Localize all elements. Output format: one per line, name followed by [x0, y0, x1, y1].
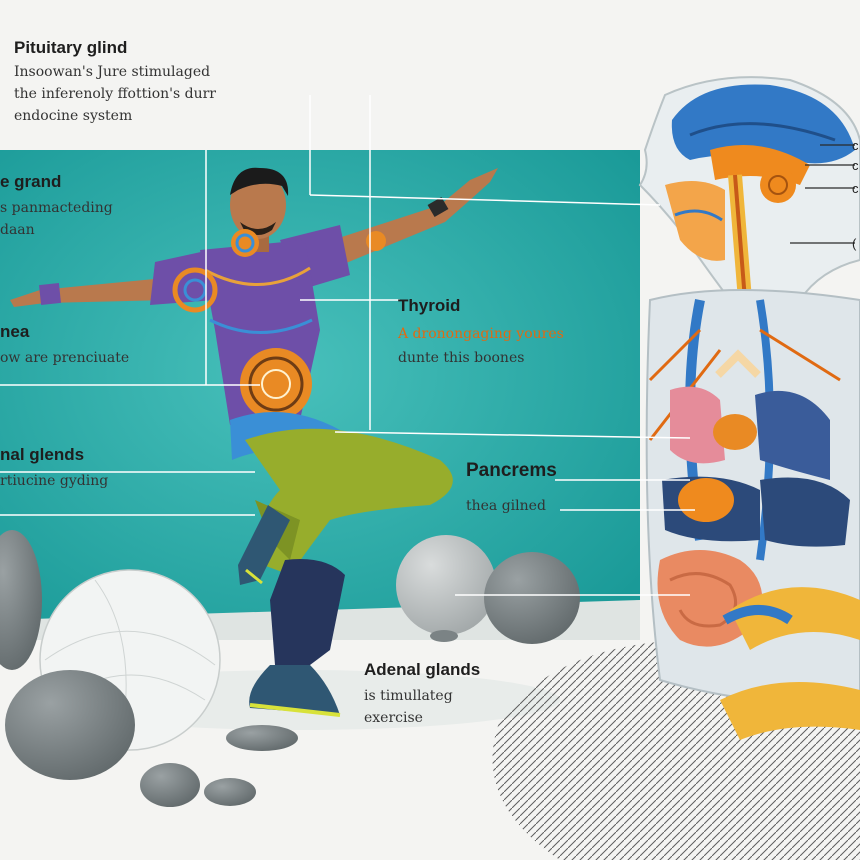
right-tick-2: c	[852, 158, 859, 173]
dancer-figure	[10, 167, 498, 717]
pituitary-line-2: the inferenoly ffottion's durr	[14, 86, 216, 102]
gland-left-line-2: daan	[0, 222, 35, 238]
gland-left-line-1: s panmacteding	[0, 200, 113, 216]
adrenal-bottom-line-2: exercise	[364, 710, 423, 726]
gland-left-label: e grand s panmacteding daan	[0, 172, 113, 238]
callout-lines	[0, 95, 695, 596]
pancreas-title: Pancrems	[466, 460, 557, 481]
adrenal-bottom-line-1: is timullateg	[364, 688, 453, 704]
adrenal-left-label: nal glends rtiucine gyding	[0, 445, 108, 489]
pituitary-label: Pituitary glind Insoowan's Jure stimulag…	[14, 38, 216, 124]
pituitary-title: Pituitary glind	[14, 38, 128, 57]
thyroid-title: Thyroid	[398, 296, 461, 315]
nea-line-1: ow are prenciuate	[0, 350, 130, 366]
gland-left-title: e grand	[0, 172, 62, 191]
thyroid-label: Thyroid A dronongaging youres dunte this…	[398, 296, 564, 366]
thyroid-line-1: A dronongaging youres	[398, 326, 564, 342]
thyroid-line-2: dunte this boones	[398, 350, 525, 366]
right-tick-1: c	[852, 138, 859, 153]
adrenal-left-title: nal glends	[0, 445, 85, 464]
right-callout-lines	[790, 144, 855, 244]
nea-label: nea ow are prenciuate	[0, 322, 129, 366]
right-tick-4: (	[852, 236, 857, 251]
stones-cluster	[0, 530, 580, 807]
adrenal-bottom-label: Adenal glands is timullateg exercise	[364, 660, 480, 726]
adrenal-bottom-title: Adenal glands	[364, 660, 481, 679]
pituitary-line-3: endocine system	[14, 108, 133, 124]
adrenal-left-line-1: rtiucine gyding	[0, 473, 109, 489]
pituitary-line-1: Insoowan's Jure stimulaged	[14, 64, 211, 80]
pancreas-label: Pancrems thea gilned	[466, 460, 557, 514]
pancreas-line-1: thea gilned	[466, 498, 546, 514]
anatomy-figure	[492, 76, 860, 860]
nea-title: nea	[0, 322, 30, 341]
right-tick-3: c	[852, 181, 859, 196]
